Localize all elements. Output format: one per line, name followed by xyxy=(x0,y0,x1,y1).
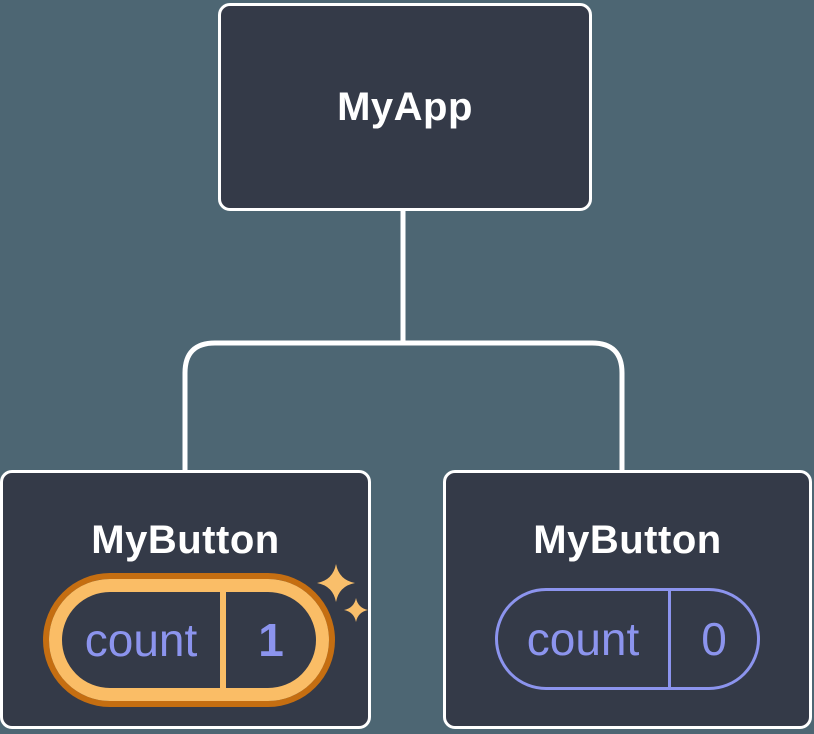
sparkles-icon xyxy=(317,564,368,622)
state-name: count xyxy=(526,613,640,665)
node-mybutton-left-label: MyButton xyxy=(91,518,280,562)
node-myapp-label: MyApp xyxy=(337,84,473,129)
state-value: 1 xyxy=(258,614,284,666)
node-mybutton-left: MyButton count 1 xyxy=(0,470,371,729)
node-myapp: MyApp xyxy=(218,3,592,211)
pill-divider xyxy=(220,592,226,688)
state-name: count xyxy=(84,614,198,666)
node-mybutton-right: MyButton count 0 xyxy=(443,470,812,729)
state-pill-highlighted: count 1 xyxy=(49,579,329,701)
pill-divider xyxy=(668,591,671,687)
state-pill: count 0 xyxy=(495,588,760,690)
state-value: 0 xyxy=(701,613,727,665)
node-mybutton-right-label: MyButton xyxy=(533,518,722,562)
